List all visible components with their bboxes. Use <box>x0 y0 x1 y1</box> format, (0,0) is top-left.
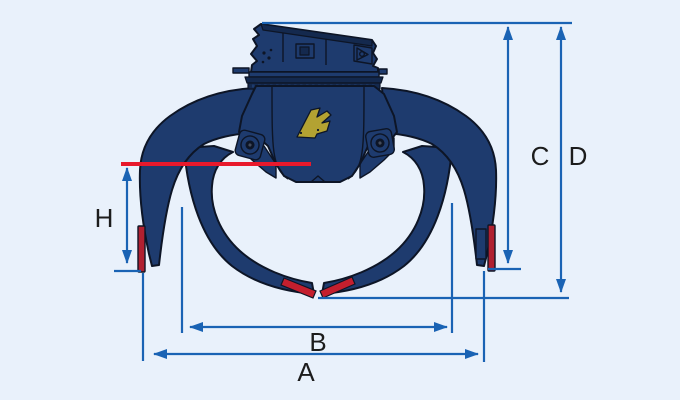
rotator-side-plate <box>353 44 373 65</box>
dimension-D: D <box>318 26 588 300</box>
logo-rivet-1 <box>299 131 303 135</box>
flange-plate <box>244 76 384 84</box>
left-outer-arm <box>138 87 255 267</box>
right-tip-backing-plate <box>475 228 487 260</box>
c-label: C <box>531 141 550 171</box>
d-label: D <box>569 141 588 171</box>
body-panel-line-left <box>271 86 289 180</box>
manufacturer-logo <box>296 107 332 139</box>
body-bottom-notch <box>310 175 326 183</box>
right-pivot-bolt <box>365 128 395 158</box>
rotator-side-hole <box>359 51 366 58</box>
left-center-tooth <box>280 277 317 299</box>
dimension-H: H <box>95 167 141 273</box>
b-label: B <box>309 327 326 357</box>
right-tip-wear-bar <box>487 224 496 272</box>
rotator-bolt-dot-4 <box>269 48 273 52</box>
rotator-step-plate <box>295 43 315 59</box>
rotator-top-face <box>260 23 373 47</box>
flange-right-lug <box>378 68 388 75</box>
body-panel-line-right <box>347 86 365 180</box>
h-label: H <box>95 203 114 233</box>
right-inner-tine <box>321 145 453 295</box>
rotator-step-inset <box>299 46 310 56</box>
flange-collar <box>248 71 380 78</box>
left-pivot-bolt <box>234 129 266 161</box>
a-label: A <box>297 357 315 387</box>
rotator-bolt-dot-2 <box>267 56 271 60</box>
grapple-illustration <box>137 23 498 299</box>
dimension-C: C <box>488 26 550 271</box>
flange-left-lug <box>232 67 250 74</box>
left-inner-tine <box>183 145 315 295</box>
dimension-A: A <box>141 271 486 387</box>
dimension-B: B <box>180 203 454 357</box>
rotator-bolt-dot-1 <box>262 51 266 55</box>
left-tip-wear-bar <box>137 225 146 273</box>
logo-rivet-2 <box>316 128 320 132</box>
right-outer-arm <box>381 87 498 267</box>
dimension-lines: D C H B A <box>95 21 588 387</box>
rotator-bolt-dot-3 <box>261 60 265 64</box>
